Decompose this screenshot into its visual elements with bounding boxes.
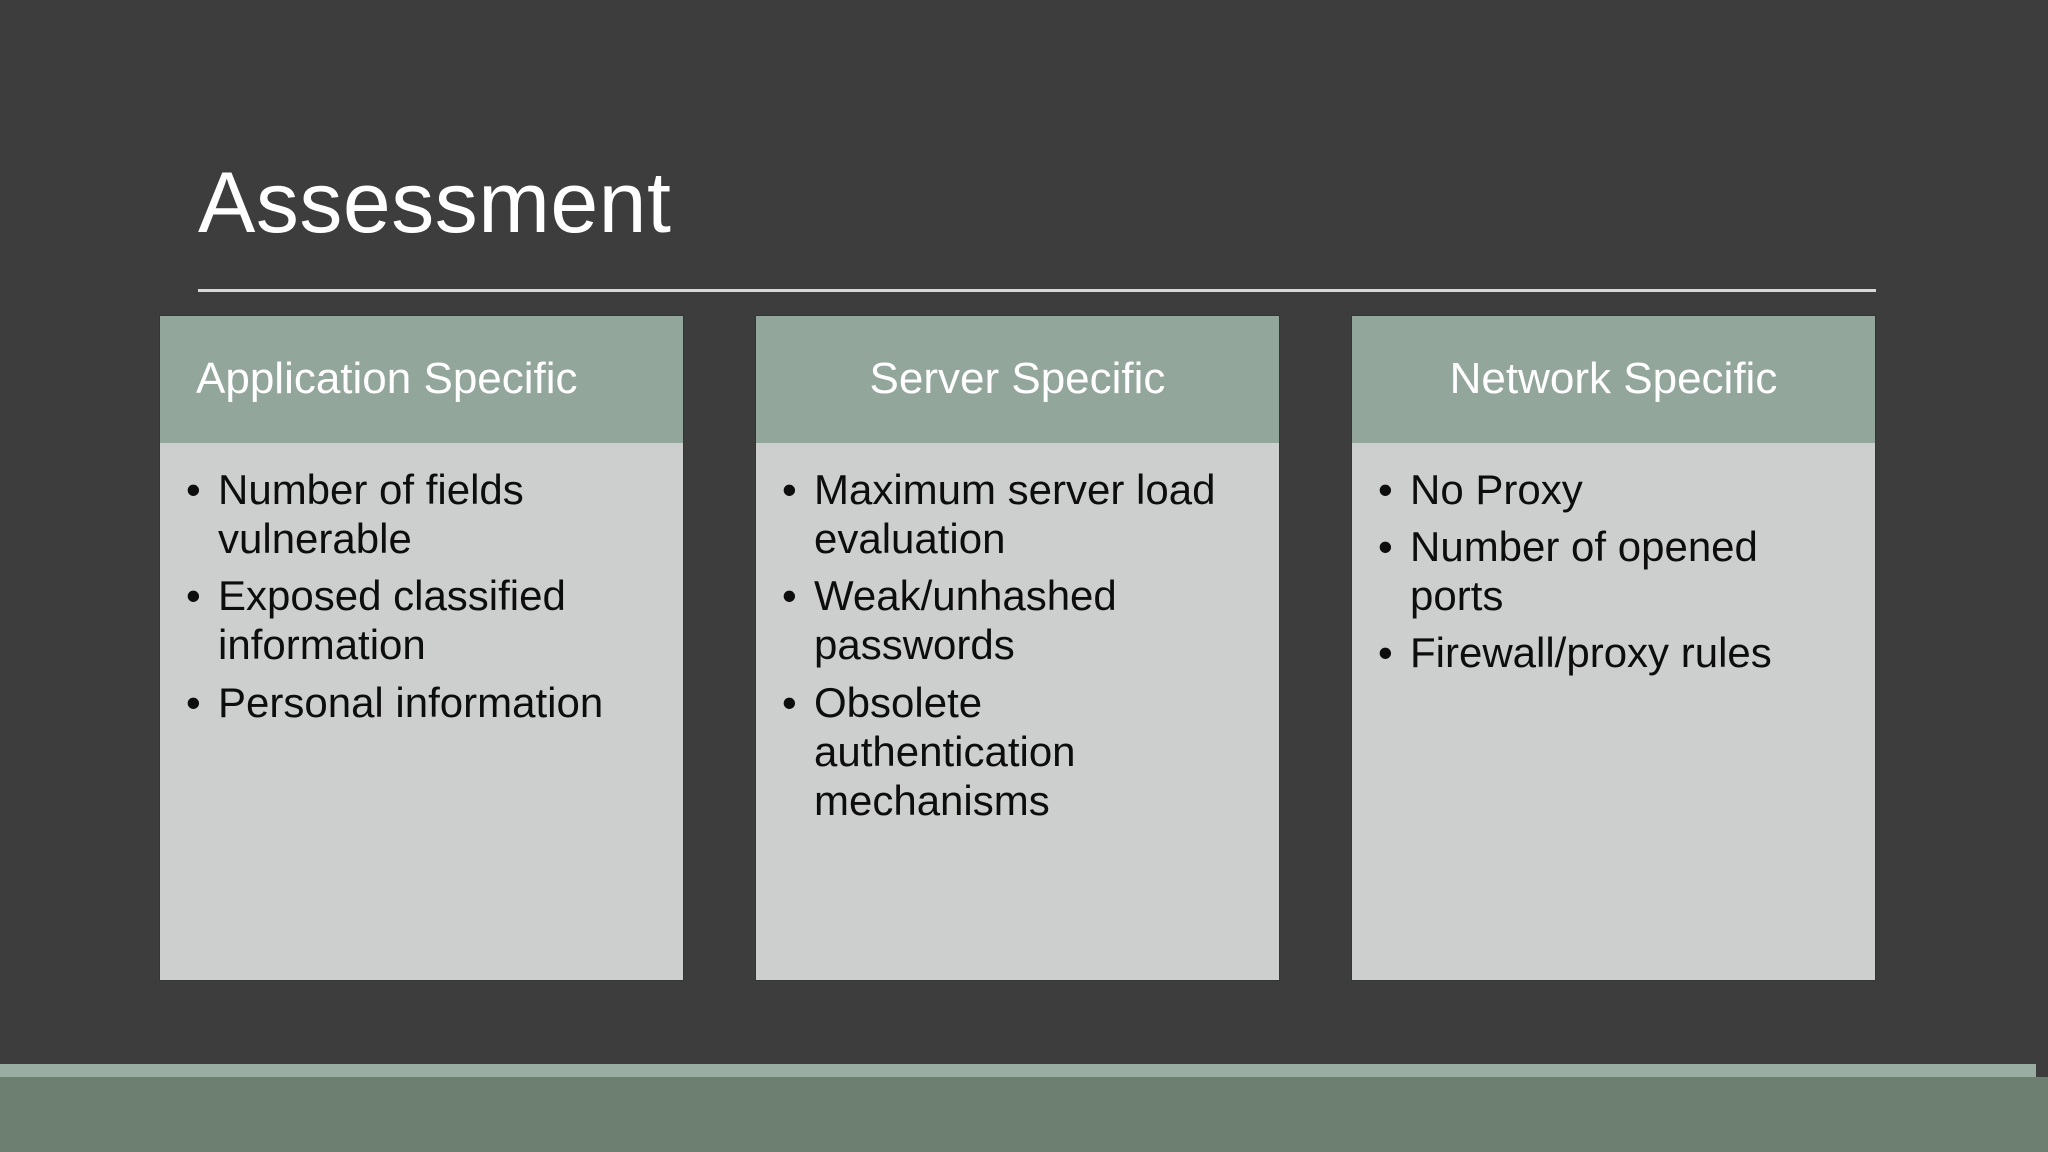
column-server-specific: Server Specific • Maximum server load ev… (756, 316, 1279, 980)
bullet-icon: • (186, 466, 201, 513)
bullet-icon: • (782, 466, 797, 513)
column-network-specific: Network Specific • No Proxy • Number of … (1352, 316, 1875, 980)
list-item-label: Personal information (218, 678, 604, 726)
column-header-server-specific: Server Specific (756, 316, 1279, 443)
footer-band (0, 1077, 2048, 1152)
column-body-application-specific: • Number of fields vulnerable • Exposed … (160, 443, 683, 980)
bullet-icon: • (1378, 629, 1393, 677)
bullet-icon: • (1378, 466, 1393, 513)
list-item-label: Maximum server load evaluation (814, 466, 1216, 563)
list-item-label: Firewall/proxy rules (1410, 629, 1772, 677)
bullet-icon: • (186, 678, 201, 726)
list-item-label: Number of fields vulnerable (218, 466, 524, 563)
list-item: • Obsolete authentication mechanisms (774, 678, 1253, 825)
page-title: Assessment (198, 155, 672, 251)
column-body-network-specific: • No Proxy • Number of opened ports • Fi… (1352, 443, 1875, 980)
column-body-server-specific: • Maximum server load evaluation • Weak/… (756, 443, 1279, 980)
list-item: • No Proxy (1370, 465, 1849, 514)
list-item: • Firewall/proxy rules (1370, 628, 1849, 677)
column-header-label: Application Specific (196, 354, 578, 404)
list-item: • Weak/unhashed passwords (774, 571, 1253, 669)
bullet-list: • No Proxy • Number of opened ports • Fi… (1370, 465, 1849, 678)
bullet-icon: • (186, 572, 201, 620)
column-group: Application Specific • Number of fields … (160, 316, 1875, 980)
list-item: • Number of fields vulnerable (178, 465, 657, 563)
bullet-list: • Number of fields vulnerable • Exposed … (178, 465, 657, 727)
list-item-label: Exposed classified information (218, 572, 566, 669)
title-divider (198, 289, 1876, 292)
list-item: • Maximum server load evaluation (774, 465, 1253, 563)
column-header-label: Server Specific (869, 354, 1166, 404)
bullet-icon: • (782, 678, 797, 726)
list-item: • Number of opened ports (1370, 522, 1849, 620)
list-item-label: Obsolete authentication mechanisms (814, 678, 1076, 824)
bullet-icon: • (782, 572, 797, 620)
column-header-network-specific: Network Specific (1352, 316, 1875, 443)
list-item-label: Number of opened ports (1410, 523, 1758, 620)
bullet-list: • Maximum server load evaluation • Weak/… (774, 465, 1253, 825)
column-header-label: Network Specific (1449, 354, 1778, 404)
list-item-label: Weak/unhashed passwords (814, 572, 1117, 669)
list-item: • Personal information (178, 678, 657, 727)
footer-accent-strip (0, 1064, 2036, 1077)
column-header-application-specific: Application Specific (160, 316, 683, 443)
bullet-icon: • (1378, 523, 1393, 571)
list-item-label: No Proxy (1410, 466, 1583, 513)
column-application-specific: Application Specific • Number of fields … (160, 316, 683, 980)
list-item: • Exposed classified information (178, 571, 657, 669)
